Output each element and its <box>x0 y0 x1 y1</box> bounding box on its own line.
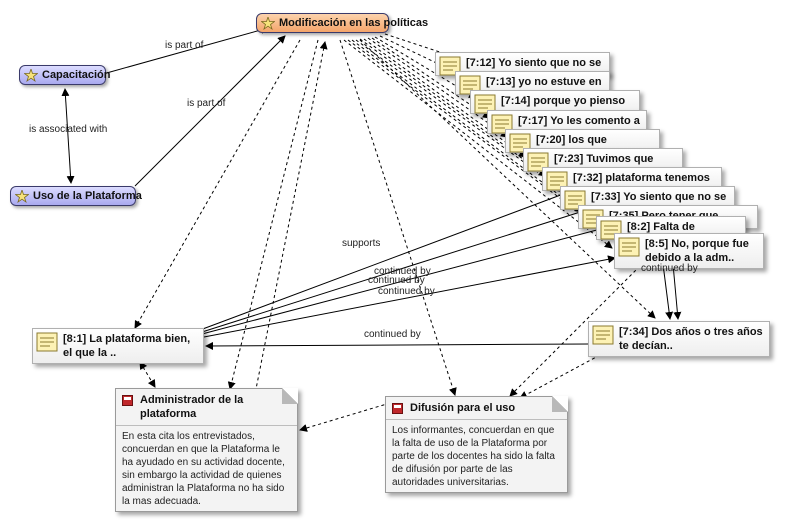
edge-q85-q734a <box>662 263 674 320</box>
edge-mod-difusion <box>339 39 457 396</box>
edge-q81-difusion <box>255 41 328 390</box>
edge-label-cap-part: is part of <box>165 40 204 51</box>
quote-7-34[interactable]: [7:34] Dos años o tres años te decían.. <box>588 321 770 357</box>
edge-label-uso-part: is part of <box>187 98 226 109</box>
edge-q734-difusion1 <box>519 354 601 399</box>
quote-icon <box>459 75 481 95</box>
quote-icon <box>36 332 58 352</box>
edge-q81-q85 <box>203 255 616 338</box>
edge-difusion-admin <box>299 402 391 432</box>
memo-fold-corner <box>282 388 298 404</box>
quote-icon <box>474 94 496 114</box>
code-star-icon <box>15 190 29 203</box>
edge-mod-q85 <box>343 39 613 249</box>
edge-q85-difusion <box>509 265 641 397</box>
code-label: Uso de la Plataforma <box>33 190 142 202</box>
edge-label-cont3: continued by <box>378 286 435 297</box>
edge-q81-admin <box>139 361 156 388</box>
quote-icon <box>509 133 531 153</box>
code-uso-plataforma[interactable]: Uso de la Plataforma <box>10 186 142 206</box>
quote-icon <box>618 237 640 257</box>
memo-fold-corner <box>552 396 568 412</box>
edge-mod-admin <box>227 39 319 390</box>
quote-icon <box>439 56 461 76</box>
code-star-icon <box>24 69 38 82</box>
edge-cap-modificacion <box>102 26 269 75</box>
quote-icon <box>491 114 513 134</box>
quote-icon <box>564 190 586 210</box>
edge-label-cont2: continued by <box>368 275 425 286</box>
code-modificacion[interactable]: Modificación en las políticas <box>256 13 428 33</box>
edge-mod-q82 <box>347 39 601 229</box>
edge-mod-q712 <box>384 33 465 62</box>
edge-label-cont1: continued by <box>374 266 431 277</box>
edge-q81-q733 <box>199 185 583 331</box>
memo-administrador[interactable]: Administrador de la plataforma En esta c… <box>115 388 298 512</box>
edge-label-supports: supports <box>342 238 381 249</box>
memo-title: Administrador de la plataforma <box>140 394 244 420</box>
edge-q734-q81 <box>205 341 591 350</box>
quote-label: [7:34] Dos años o tres años te decían.. <box>619 326 763 352</box>
code-capacitacion[interactable]: Capacitación <box>19 65 110 85</box>
edge-label-cont4: continued by <box>364 329 421 340</box>
code-label: Modificación en las políticas <box>279 17 429 29</box>
edge-mod-q734 <box>359 39 656 319</box>
quote-icon <box>592 325 614 345</box>
quote-label: [8:5] No, porque fue debido a la adm.. <box>645 238 749 264</box>
memo-title: Difusión para el uso <box>410 402 516 414</box>
edge-mod-q733 <box>355 39 566 193</box>
memo-header: Administrador de la plataforma <box>116 389 297 426</box>
memo-icon <box>392 403 403 414</box>
quote-7-32[interactable]: [7:32] plataforma tenemos un <box>542 167 722 198</box>
edge-q85-q734b <box>672 263 682 320</box>
quote-icon <box>527 152 549 172</box>
memo-icon <box>122 395 133 406</box>
quote-8-5[interactable]: [8:5] No, porque fue debido a la adm.. <box>614 233 764 269</box>
quote-8-1[interactable]: [8:1] La plataforma bien, el que la .. <box>32 328 204 364</box>
edge-q81-q735 <box>201 205 597 333</box>
edge-q81-q82 <box>201 223 613 335</box>
edge-mod-q720 <box>367 37 509 138</box>
edge-mod-q713 <box>379 35 471 80</box>
memo-header: Difusión para el uso <box>386 397 567 420</box>
quote-label: [8:1] La plataforma bien, el que la .. <box>63 333 191 359</box>
edge-cap-uso <box>61 88 75 184</box>
memo-body: En esta cita los entrevistados, concuerd… <box>122 431 285 507</box>
edge-label-assoc: is associated with <box>29 124 108 135</box>
memo-difusion[interactable]: Difusión para el uso Los informantes, co… <box>385 396 568 493</box>
code-star-icon <box>261 17 275 30</box>
edge-mod-q732 <box>359 38 547 177</box>
code-label: Capacitación <box>42 69 111 81</box>
edge-label-cont5: continued by <box>641 263 698 274</box>
quote-icon <box>546 171 568 191</box>
edge-uso-modificacion <box>134 35 286 187</box>
edge-mod-q81 <box>134 39 301 329</box>
memo-body: Los informantes, concuerdan en que la fa… <box>392 425 555 488</box>
